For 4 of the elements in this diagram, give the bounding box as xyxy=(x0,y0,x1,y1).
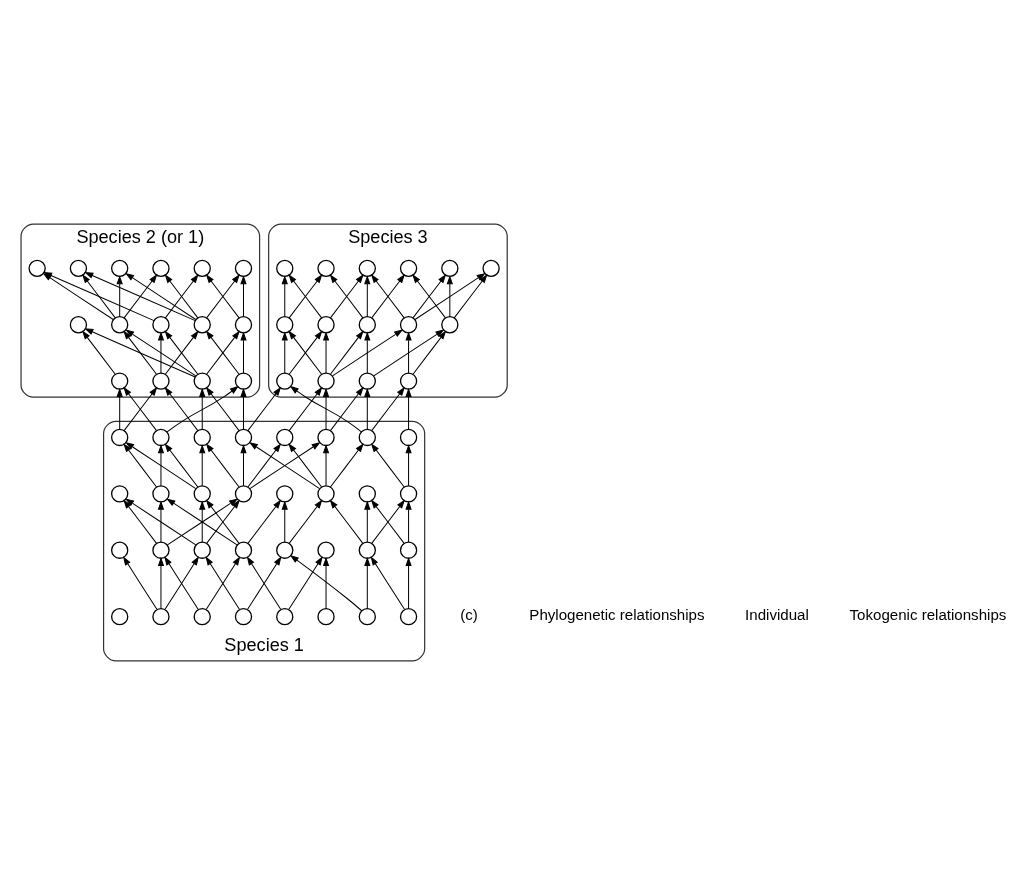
label: Tokogenic relationships xyxy=(849,605,1007,623)
label: Individual xyxy=(745,605,809,623)
label: Phylogenetic relationships xyxy=(529,605,705,623)
label: (c) xyxy=(460,605,478,623)
